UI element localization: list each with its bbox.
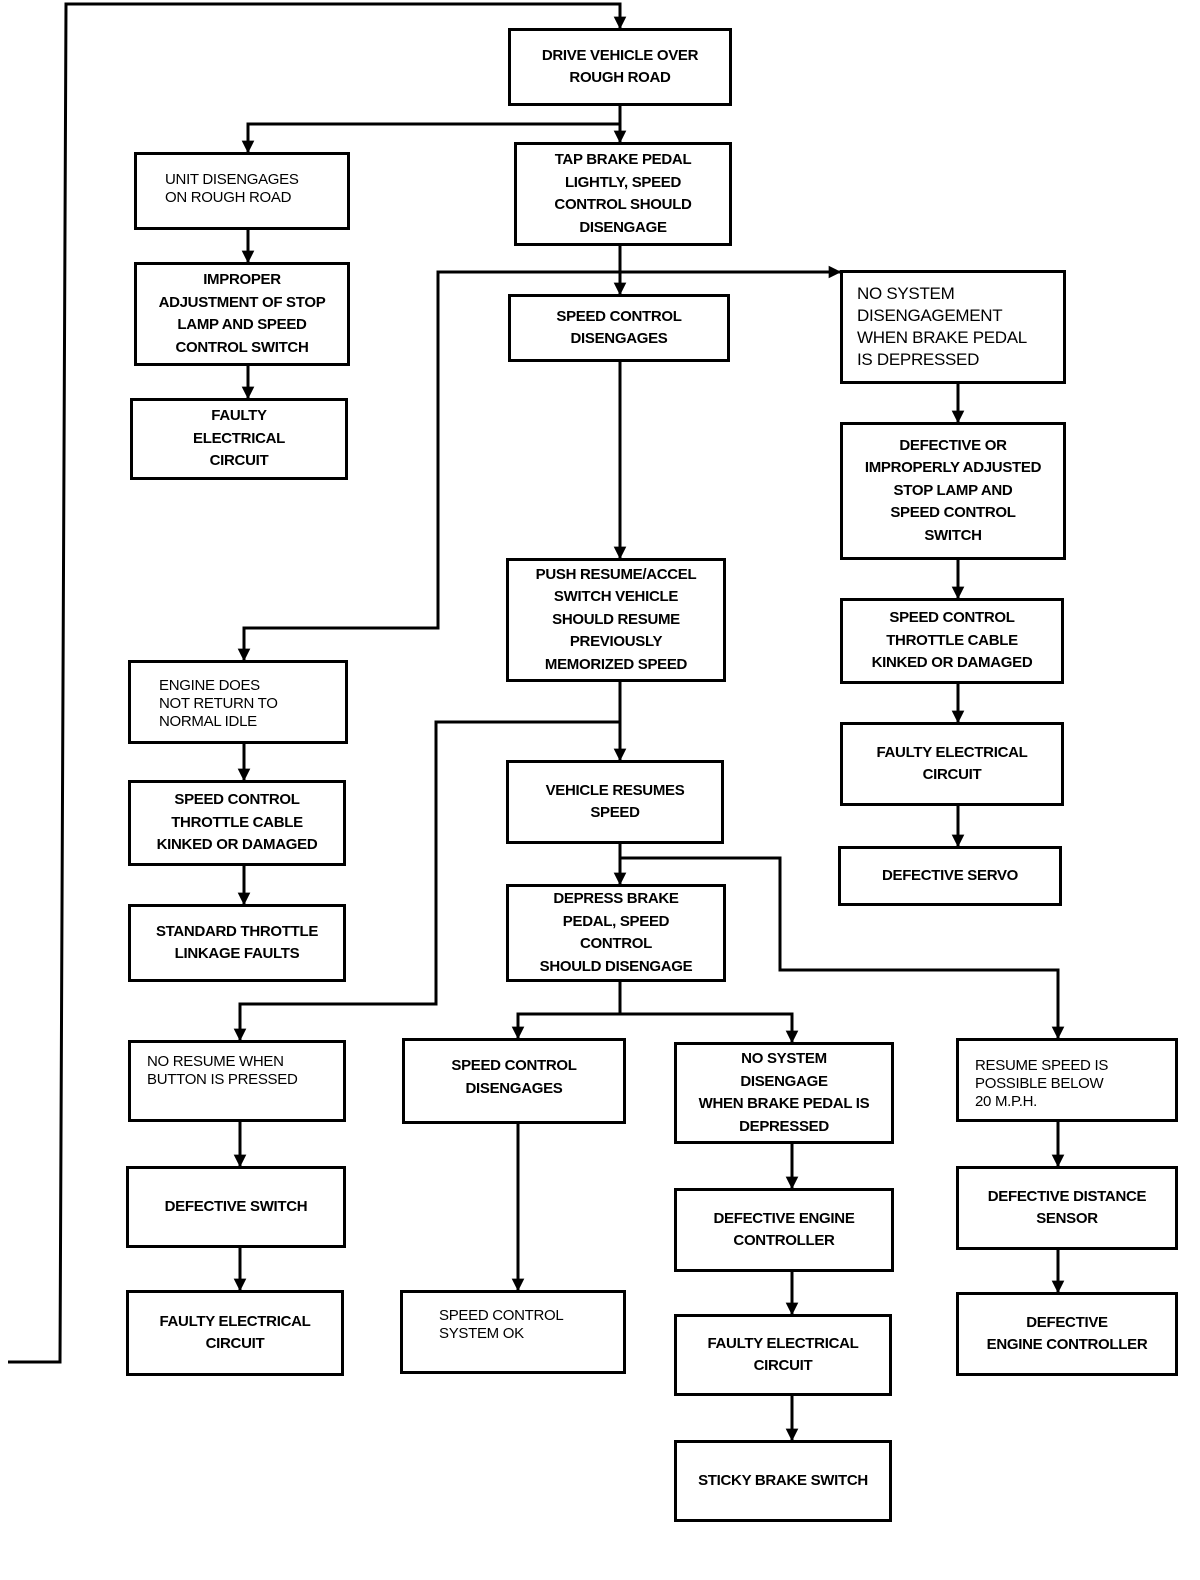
faulty-electrical-circuit-box-4: FAULTY ELECTRICAL CIRCUIT — [674, 1314, 892, 1396]
drive-vehicle-box: DRIVE VEHICLE OVER ROUGH ROAD — [508, 28, 732, 106]
faulty-electrical-circuit-box-2: FAULTY ELECTRICAL CIRCUIT — [840, 722, 1064, 806]
push-resume-accel-box: PUSH RESUME/ACCEL SWITCH VEHICLE SHOULD … — [506, 558, 726, 682]
throttle-cable-damaged-box-left: SPEED CONTROL THROTTLE CABLE KINKED OR D… — [128, 780, 346, 866]
speed-control-disengages-box-2: SPEED CONTROL DISENGAGES — [402, 1038, 626, 1124]
standard-throttle-linkage-box: STANDARD THROTTLE LINKAGE FAULTS — [128, 904, 346, 982]
no-resume-box: NO RESUME WHEN BUTTON IS PRESSED — [128, 1040, 346, 1122]
vehicle-resumes-speed-box: VEHICLE RESUMES SPEED — [506, 760, 724, 844]
no-system-disengage-box: NO SYSTEM DISENGAGE WHEN BRAKE PEDAL IS … — [674, 1042, 894, 1144]
engine-not-idle-box: ENGINE DOES NOT RETURN TO NORMAL IDLE — [128, 660, 348, 744]
loop-return-line — [8, 2, 627, 1364]
sticky-brake-switch-box: STICKY BRAKE SWITCH — [674, 1440, 892, 1522]
resume-below-20-box: RESUME SPEED IS POSSIBLE BELOW 20 M.P.H. — [956, 1038, 1178, 1122]
arrow-to-no-resume — [233, 720, 620, 1042]
unit-disengages-box: UNIT DISENGAGES ON ROUGH ROAD — [134, 152, 350, 230]
defective-servo-box: DEFECTIVE SERVO — [838, 846, 1062, 906]
faulty-electrical-circuit-box-1: FAULTY ELECTRICAL CIRCUIT — [130, 398, 348, 480]
arrow-to-unit-disengages — [241, 122, 620, 154]
arrow-to-engine-idle — [237, 270, 620, 662]
defective-engine-controller-box-2: DEFECTIVE ENGINE CONTROLLER — [956, 1292, 1178, 1376]
faulty-electrical-circuit-box-3: FAULTY ELECTRICAL CIRCUIT — [126, 1290, 344, 1376]
tap-brake-pedal-box: TAP BRAKE PEDAL LIGHTLY, SPEED CONTROL S… — [514, 142, 732, 246]
defective-engine-controller-box-1: DEFECTIVE ENGINE CONTROLLER — [674, 1188, 894, 1272]
defective-stop-lamp-switch-box: DEFECTIVE OR IMPROPERLY ADJUSTED STOP LA… — [840, 422, 1066, 560]
arrow-to-disengages-2 — [511, 1012, 620, 1040]
no-system-disengagement-box: NO SYSTEM DISENGAGEMENT WHEN BRAKE PEDAL… — [840, 270, 1066, 384]
throttle-cable-damaged-box-right: SPEED CONTROL THROTTLE CABLE KINKED OR D… — [840, 598, 1064, 684]
improper-adjustment-box: IMPROPER ADJUSTMENT OF STOP LAMP AND SPE… — [134, 262, 350, 366]
speed-control-system-ok-box: SPEED CONTROL SYSTEM OK — [400, 1290, 626, 1374]
arrow-to-no-system-disengage — [620, 1012, 799, 1044]
defective-switch-box: DEFECTIVE SWITCH — [126, 1166, 346, 1248]
depress-brake-pedal-box: DEPRESS BRAKE PEDAL, SPEED CONTROL SHOUL… — [506, 884, 726, 982]
defective-distance-sensor-box: DEFECTIVE DISTANCE SENSOR — [956, 1166, 1178, 1250]
arrow-to-resume-below-20 — [620, 856, 1065, 1040]
speed-control-disengages-box-1: SPEED CONTROL DISENGAGES — [508, 294, 730, 362]
